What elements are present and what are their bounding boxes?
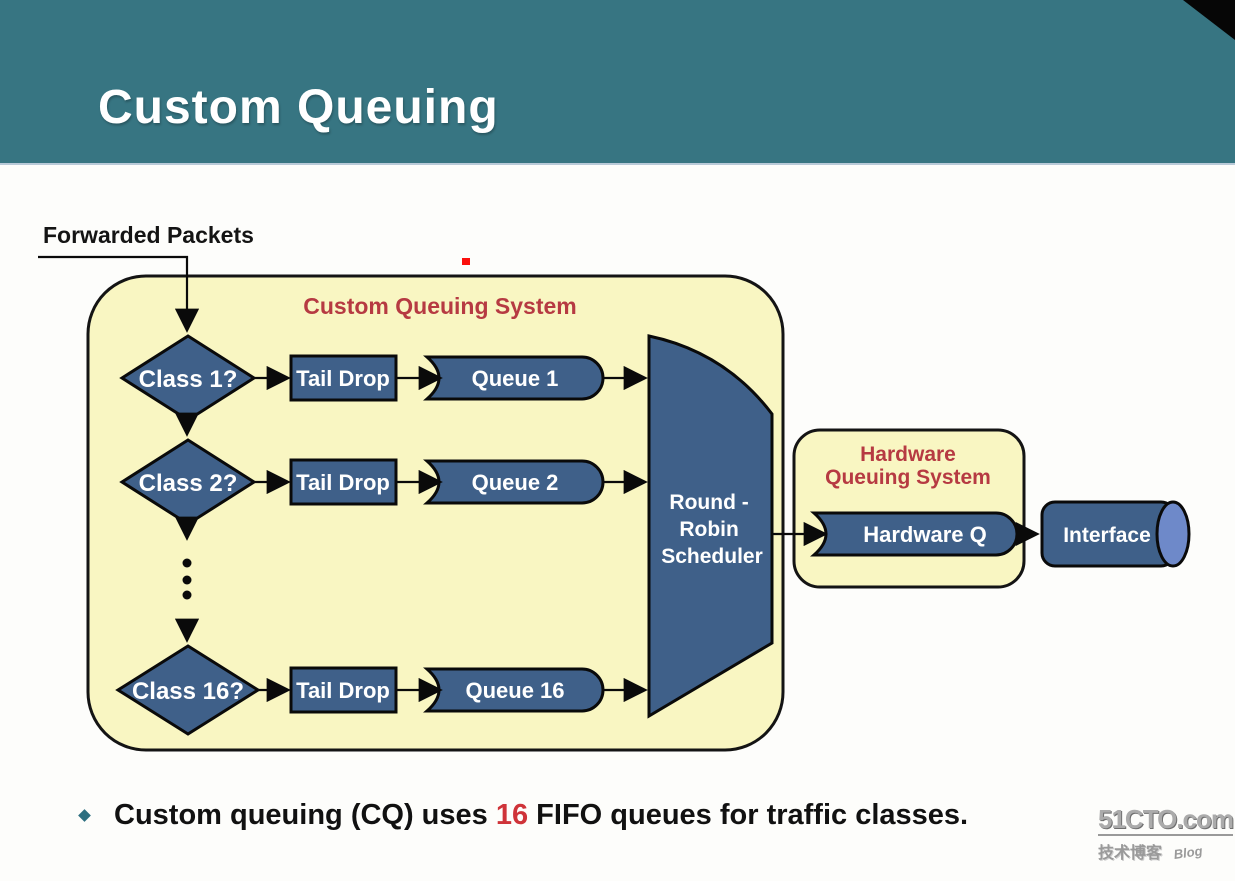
interface-cylinder-face <box>1155 500 1191 568</box>
corner-decoration <box>1183 0 1235 40</box>
ellipsis-dot <box>182 575 192 585</box>
watermark-row: 技术博客 Blog <box>1098 839 1233 863</box>
class1-label: Class 1? <box>139 366 238 393</box>
bullet-text: Custom queuing (CQ) uses 16 FIFO queues … <box>114 799 968 832</box>
tail-drop16-box <box>289 666 398 714</box>
tail-drop2-label: Tail Drop <box>296 470 390 495</box>
forwarded-packets-arrow <box>38 255 200 333</box>
ellipsis-dot <box>182 590 192 600</box>
tail-drop1-box <box>289 354 398 402</box>
tail-drop1-label: Tail Drop <box>296 366 390 391</box>
queue1-label: Queue 1 <box>472 366 559 391</box>
custom-queuing-system-box <box>86 274 785 752</box>
custom-queuing-system-title: Custom Queuing System <box>303 293 576 319</box>
bullet-text-prefix: Custom queuing (CQ) uses <box>114 799 496 831</box>
watermark-blog: Blog <box>1172 843 1204 863</box>
watermark-logo: 51CTO.com 技术博客 Blog <box>1098 805 1234 863</box>
bullet-icon <box>78 809 91 822</box>
hardware-title-line2: Queuing System <box>825 466 991 489</box>
bullet-text-highlight: 16 <box>495 799 529 831</box>
watermark-brand: 51CTO.com <box>1098 805 1234 837</box>
interface-label: Interface <box>1063 524 1151 547</box>
bullet-line: Custom queuing (CQ) uses 16 FIFO queues … <box>78 799 968 832</box>
class2-label: Class 2? <box>139 470 238 497</box>
scheduler-label: Round - Robin Scheduler <box>661 491 763 568</box>
slide-header: Custom Queuing <box>0 0 1235 165</box>
ellipsis-dot <box>182 558 192 568</box>
hardware-queue-label: Hardware Q <box>863 522 987 547</box>
class16-label: Class 16? <box>132 678 244 705</box>
red-dot <box>462 258 470 265</box>
watermark-tagline: 技术博客 <box>1098 845 1163 863</box>
round-robin-scheduler-shape <box>647 334 774 719</box>
tail-drop2-box <box>289 458 398 506</box>
queue2-label: Queue 2 <box>472 470 559 495</box>
queue16-label: Queue 16 <box>465 678 564 703</box>
page-title: Custom Queuing <box>98 81 499 134</box>
hardware-title-line1: Hardware <box>860 443 956 466</box>
forwarded-packets-label: Forwarded Packets <box>43 222 254 248</box>
tail-drop16-label: Tail Drop <box>296 678 390 703</box>
bullet-text-suffix: FIFO queues for traffic classes. <box>528 799 969 831</box>
